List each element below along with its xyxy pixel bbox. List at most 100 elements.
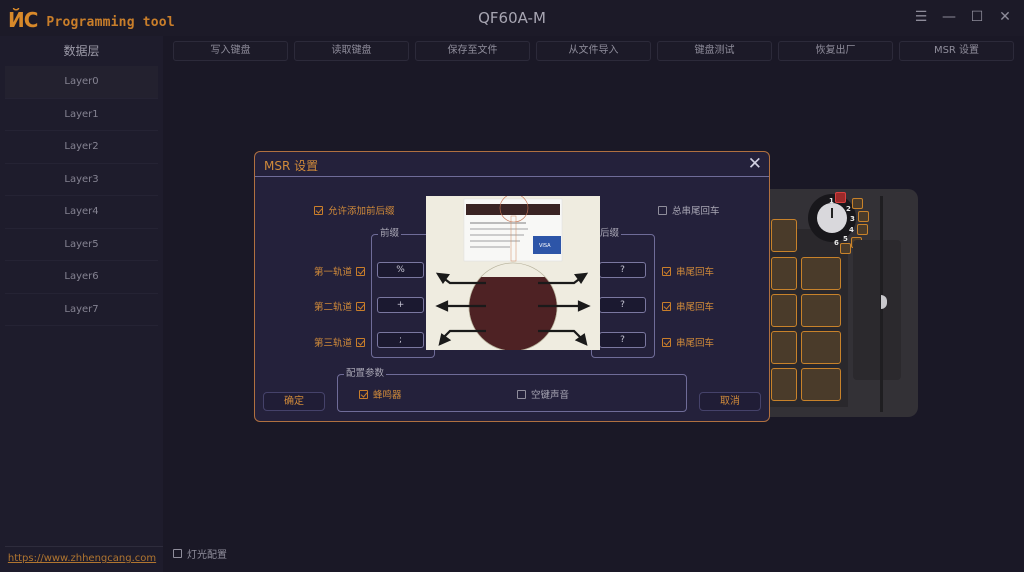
dial-number: 6 xyxy=(834,239,839,247)
dial-number: 1 xyxy=(829,197,834,205)
track1-prefix-input[interactable]: % xyxy=(377,262,424,278)
dial-needle xyxy=(831,208,833,218)
device-key[interactable] xyxy=(771,219,797,252)
track3-prefix-input[interactable]: ; xyxy=(377,332,424,348)
dialog-title: MSR 设置 xyxy=(264,159,319,173)
maximize-icon[interactable]: ☐ xyxy=(970,9,984,25)
allow-prefix-suffix-label: 允许添加前后缀 xyxy=(328,206,395,217)
device-key[interactable] xyxy=(771,257,797,290)
arrow-head xyxy=(577,300,591,312)
track3-tail-enter-checkbox[interactable]: 串尾回车 xyxy=(662,335,714,349)
dial-number: 3 xyxy=(850,215,855,223)
sidebar-item-layer5[interactable]: Layer5 xyxy=(5,229,158,261)
sidebar-item-layer6[interactable]: Layer6 xyxy=(5,261,158,294)
menu-icon[interactable]: ☰ xyxy=(914,9,928,25)
track2-label: 第二轨道 xyxy=(314,302,353,313)
stripe-callout xyxy=(510,215,517,262)
track3-suffix-input[interactable]: ? xyxy=(599,332,646,348)
device-key[interactable] xyxy=(771,294,797,327)
dial-number: 5 xyxy=(843,235,848,243)
sidebar-item-layer0[interactable]: Layer0 xyxy=(5,66,158,99)
tail-enter-label: 串尾回车 xyxy=(676,267,715,278)
device-key[interactable] xyxy=(801,257,841,290)
cancel-button[interactable]: 取消 xyxy=(699,392,761,411)
dip-switch[interactable] xyxy=(852,198,863,209)
app-logo: ЙC Programming tool xyxy=(8,8,175,32)
arrows xyxy=(435,272,591,346)
card-slot xyxy=(853,240,901,380)
read-keyboard-button[interactable]: 读取键盘 xyxy=(294,41,409,61)
dip-switch[interactable] xyxy=(858,211,869,222)
checkbox-checked-icon xyxy=(662,266,671,276)
msr-settings-button[interactable]: MSR 设置 xyxy=(899,41,1014,61)
total-tail-enter-checkbox[interactable]: 总串尾回车 xyxy=(658,203,720,217)
card-reader-preview: VISA xyxy=(426,196,600,350)
track2-suffix-input[interactable]: ? xyxy=(599,297,646,313)
device-key[interactable] xyxy=(801,294,841,327)
track2-prefix-input[interactable]: + xyxy=(377,297,424,313)
buzzer-checkbox[interactable]: 蜂鸣器 xyxy=(359,387,402,401)
magnetic-stripe xyxy=(466,204,560,215)
track1-tail-enter-checkbox[interactable]: 串尾回车 xyxy=(662,264,714,278)
dip-switch[interactable] xyxy=(835,192,846,203)
track2-checkbox[interactable]: 第二轨道 xyxy=(314,299,366,313)
config-params-group: 配置参数 xyxy=(337,368,687,412)
device-key[interactable] xyxy=(801,368,841,401)
device-key[interactable] xyxy=(801,331,841,364)
sidebar-item-layer7[interactable]: Layer7 xyxy=(5,294,158,326)
ok-button[interactable]: 确定 xyxy=(263,392,325,411)
close-icon[interactable]: ✕ xyxy=(999,9,1011,25)
tail-enter-label: 串尾回车 xyxy=(676,338,715,349)
card-text-line xyxy=(470,222,526,224)
card-slot-indicator xyxy=(881,295,887,309)
sidebar-item-layer3[interactable]: Layer3 xyxy=(5,164,158,196)
checkbox-checked-icon xyxy=(662,337,671,347)
device-key[interactable] xyxy=(771,331,797,364)
arrow-head xyxy=(574,333,588,346)
checkbox-checked-icon xyxy=(662,301,671,311)
sidebar-item-layer2[interactable]: Layer2 xyxy=(5,131,158,164)
track1-checkbox[interactable]: 第一轨道 xyxy=(314,264,366,278)
sidebar-footer: https://www.zhhengcang.com xyxy=(5,546,163,572)
close-icon[interactable]: ✕ xyxy=(747,154,762,174)
checkbox-icon xyxy=(658,205,667,215)
checkbox-checked-icon xyxy=(356,301,366,311)
website-link[interactable]: https://www.zhhengcang.com xyxy=(7,553,157,564)
track3-checkbox[interactable]: 第三轨道 xyxy=(314,335,366,349)
minimize-icon[interactable]: — xyxy=(942,9,956,25)
msr-settings-dialog: MSR 设置 ✕ 允许添加前后缀 总串尾回车 第一轨道 第二轨道 第三轨道 前缀… xyxy=(254,151,770,422)
sidebar-header: 数据层 xyxy=(63,44,100,58)
sidebar-item-layer1[interactable]: Layer1 xyxy=(5,99,158,131)
arrow-head xyxy=(574,272,589,284)
allow-prefix-suffix-checkbox[interactable]: 允许添加前后缀 xyxy=(314,203,395,217)
import-from-file-button[interactable]: 从文件导入 xyxy=(536,41,651,61)
dialog-header: MSR 设置 ✕ xyxy=(255,152,769,177)
buzzer-label: 蜂鸣器 xyxy=(373,390,402,401)
track2-tail-enter-checkbox[interactable]: 串尾回车 xyxy=(662,299,714,313)
checkbox-checked-icon xyxy=(356,337,366,347)
checkbox-icon xyxy=(517,389,526,399)
sidebar-item-layer4[interactable]: Layer4 xyxy=(5,196,158,229)
checkbox-checked-icon xyxy=(359,389,368,399)
light-config-checkbox[interactable]: 灯光配置 xyxy=(173,546,227,561)
track1-label: 第一轨道 xyxy=(314,267,353,278)
card-text-line xyxy=(470,240,520,242)
empty-key-sound-checkbox[interactable]: 空键声音 xyxy=(517,387,569,401)
factory-reset-button[interactable]: 恢复出厂 xyxy=(778,41,893,61)
keyboard-test-button[interactable]: 键盘测试 xyxy=(657,41,772,61)
suffix-group-title: 后缀 xyxy=(598,228,622,240)
track1-suffix-input[interactable]: ? xyxy=(599,262,646,278)
dip-switch[interactable] xyxy=(857,224,868,235)
dip-switch[interactable] xyxy=(840,243,851,254)
light-config-label: 灯光配置 xyxy=(187,550,227,561)
mask-top xyxy=(469,263,557,277)
dial-number: 4 xyxy=(849,226,854,234)
sidebar: 数据层 Layer0 Layer1 Layer2 Layer3 Layer4 L… xyxy=(0,36,163,572)
device-key[interactable] xyxy=(771,368,797,401)
arrow-head xyxy=(435,272,450,284)
title-bar: ЙC Programming tool QF60A-M ☰ — ☐ ✕ xyxy=(0,0,1024,36)
logo-text: Programming tool xyxy=(46,14,175,30)
window-controls: ☰ — ☐ ✕ xyxy=(912,8,1014,26)
save-to-file-button[interactable]: 保存至文件 xyxy=(415,41,530,61)
write-keyboard-button[interactable]: 写入键盘 xyxy=(173,41,288,61)
